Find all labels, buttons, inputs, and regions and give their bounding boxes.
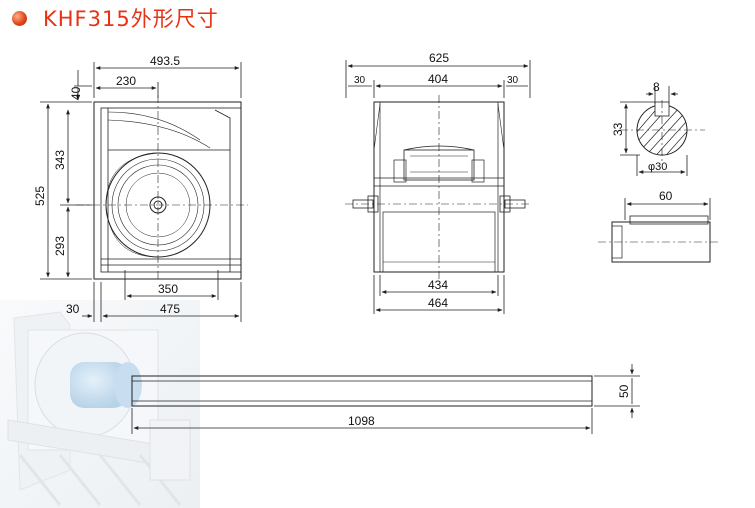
side-view-drawing [76, 95, 248, 282]
dim-side-outlet-width: 475 [160, 302, 180, 316]
dim-side-base-width: 350 [158, 282, 178, 296]
dim-front-width-464: 464 [428, 296, 448, 310]
dim-rail-length: 1098 [348, 414, 375, 428]
dim-front-side-right: 30 [507, 75, 519, 86]
dim-front-side-left: 30 [354, 75, 366, 86]
dim-rail-height: 50 [617, 384, 631, 398]
dim-shaft-key-width: 8 [653, 80, 660, 94]
shaft-section-drawing [620, 100, 705, 162]
dim-side-height-lower: 293 [53, 236, 67, 256]
dim-side-height-upper: 343 [53, 150, 67, 170]
side-view-dimensions [40, 62, 242, 322]
title-bar: KHF315外形尺寸 [12, 4, 219, 32]
dim-side-width-total: 493.5 [150, 54, 180, 68]
dim-side-top-offset: 40 [69, 86, 83, 100]
rail-drawing [131, 375, 593, 407]
front-view-dimensions [345, 60, 531, 314]
dim-side-flange: 30 [66, 302, 80, 316]
dim-front-width-inner: 404 [428, 72, 448, 86]
shaft-side-drawing [598, 215, 720, 263]
front-view-drawing [345, 95, 532, 282]
fan-photo-illustration [0, 300, 200, 508]
dim-shaft-diameter: φ30 [648, 161, 667, 173]
dim-shaft-length: 60 [659, 189, 673, 203]
dim-shaft-height: 33 [611, 122, 625, 136]
shaft-side-dimensions [624, 198, 711, 220]
rail-dimensions [131, 364, 640, 434]
dim-side-width-half: 230 [116, 74, 136, 88]
dim-front-width-total: 625 [429, 51, 449, 65]
dim-front-width-434: 434 [428, 278, 448, 292]
shaft-section-dimensions [620, 86, 688, 176]
page-title: KHF315外形尺寸 [43, 7, 219, 31]
dim-side-height-total: 525 [33, 186, 47, 206]
red-dot-icon [12, 10, 27, 26]
